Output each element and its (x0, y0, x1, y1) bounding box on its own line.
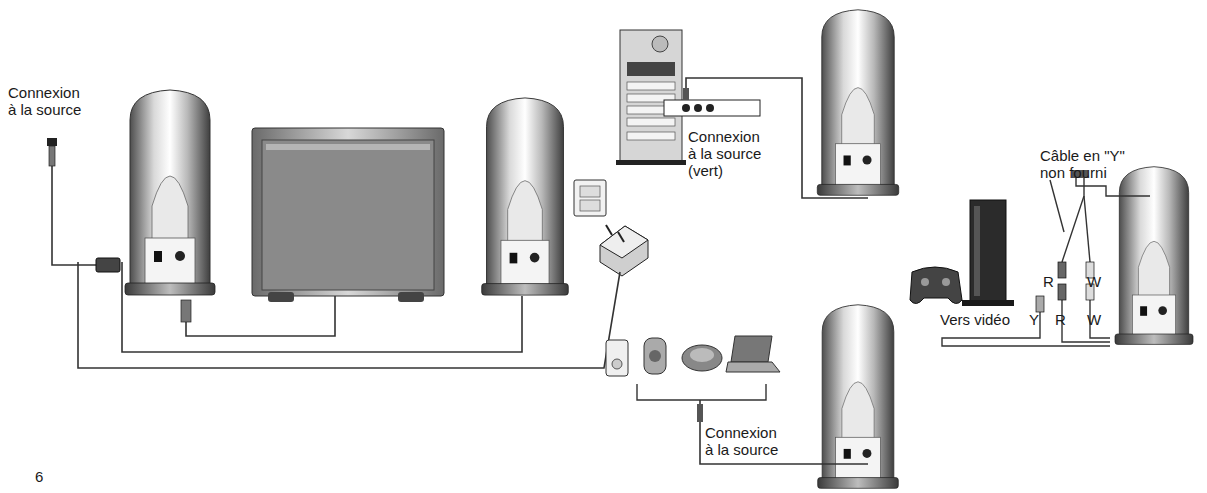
rca-plugs (1036, 170, 1094, 312)
source-plug (697, 404, 703, 422)
text-label: Connexion à la source (vert) (688, 128, 768, 179)
speaker-portable (818, 305, 899, 489)
text-label: W (1087, 273, 1101, 290)
speaker-right (482, 98, 569, 295)
wall-outlet (574, 180, 606, 216)
speaker-left (125, 90, 215, 295)
text-label: W (1087, 311, 1101, 328)
game-console (962, 200, 1014, 306)
cables-main (52, 165, 620, 368)
speaker-pc (817, 10, 898, 195)
text-label: Connexion à la source (705, 424, 785, 458)
text-label: Câble en "Y" non fourni (1040, 147, 1132, 181)
subwoofer (252, 128, 444, 302)
text-label: Vers vidéo (940, 311, 1010, 328)
portable-devices (606, 336, 780, 376)
text-label: R (1043, 273, 1054, 290)
speaker-console (1115, 167, 1193, 345)
page-number: 6 (35, 468, 43, 485)
text-label: R (1055, 311, 1066, 328)
game-controller (910, 267, 962, 304)
bracket (637, 384, 766, 400)
source-plug (47, 138, 191, 322)
cable-pc (686, 78, 868, 198)
text-label: Connexion à la source (8, 84, 88, 118)
power-adapter (600, 225, 648, 276)
text-label: Y (1029, 311, 1039, 328)
source-plug (683, 88, 689, 100)
cable-portable (700, 400, 868, 464)
